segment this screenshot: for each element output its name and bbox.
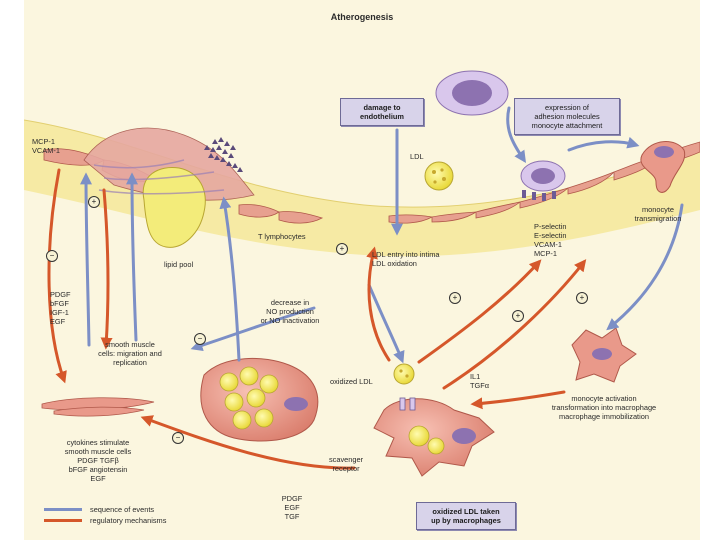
egf-bottom-text: EGF [284,503,300,512]
legend-item-regulatory: regulatory mechanisms [44,515,166,526]
transmigration-line-2: transmigration [634,214,682,223]
circulating-monocyte [435,70,509,116]
transmigration-line-1: monocyte [641,205,675,214]
ldl-label: LDL [410,152,424,161]
plus-sign: + [576,292,588,304]
cytokines-line-1: cytokines stimulate [66,438,130,447]
legend-swatch-regulatory [44,519,82,522]
activation-line-1: monocyte activation [571,394,637,403]
oxidized-ldl-taken-box: oxidized LDL taken up by macrophages [416,502,516,530]
legend-swatch-sequence [44,508,82,511]
macrophage [373,397,495,477]
legend: sequence of events regulatory mechanisms [44,504,166,526]
adhesion-expression-box: expression of adhesion molecules monocyt… [514,98,620,135]
regulatory-arrows [47,168,587,470]
damage-box-line-2: endothelium [360,112,404,121]
mcp-vcam-label: MCP-1 VCAM-1 [32,137,60,155]
cytokines-line-5: EGF [90,474,106,483]
e-selectin-text: E-selectin [534,231,567,240]
smc-migration-label: smooth muscle cells: migration and repli… [88,340,172,367]
pdgf-egf-tgf-label: PDGF EGF TGF [277,494,307,521]
smc-line-1: smooth muscle [105,340,155,349]
ldl-entry-line-1: LDL entry into intima [372,250,440,259]
bfgf-text: bFGF [50,299,69,308]
cytokines-line-4: bFGF angiotensin [68,465,128,474]
vcam-1-right-text: VCAM-1 [534,240,562,249]
transmigrating-monocyte [640,141,686,193]
no-decrease-line-2: NO production [266,307,314,316]
scavenger-line-1: scavenger [328,455,364,464]
activation-line-3: macrophage immobilization [559,412,649,421]
foam-cell-cluster [200,357,319,442]
lipid-pool-label: lipid pool [164,260,194,269]
oxidized-ldl-particle [393,363,415,385]
pdgf-text: PDGF [50,290,71,299]
t-lymphocytes-label: T lymphocytes [258,232,306,241]
expression-box-line-2: adhesion molecules [534,112,600,121]
cytokines-line-2: smooth muscle cells [64,447,132,456]
smc-line-2: cells: migration and [98,349,162,358]
smc-line-3: replication [113,358,147,367]
monocyte-transmigration-label: monocyte transmigration [626,205,690,223]
scavenger-line-2: receptor [332,464,360,473]
legend-label-sequence: sequence of events [90,505,155,514]
expression-box-line-3: monocyte attachment [531,121,603,130]
ldl-particle [424,161,454,191]
igf-1-text: IGF-1 [50,308,69,317]
plus-sign: + [336,243,348,255]
cytokines-label: cytokines stimulate smooth muscle cells … [44,438,152,483]
attaching-monocyte [520,160,566,201]
page-title: Atherogenesis [330,12,394,22]
activation-line-2: transformation into macrophage [551,403,657,412]
no-decrease-line-3: or NO inactivation [260,316,320,325]
damage-to-endothelium-box: damage to endothelium [340,98,424,126]
ldl-entry-label: LDL entry into intima LDL oxidation [372,250,440,268]
expression-box-line-1: expression of [545,103,589,112]
il1-tgf-label: IL1 TGFα [470,372,489,390]
no-decrease-label: decrease in NO production or NO inactiva… [246,298,334,325]
taken-box-line-1: oxidized LDL taken [432,507,500,516]
tgf-alpha-text: TGFα [470,381,490,390]
platelet-triangles [204,137,243,172]
plus-sign: + [88,196,100,208]
sequence-arrows [80,106,684,364]
legend-item-sequence: sequence of events [44,504,166,515]
egf-text: EGF [50,317,66,326]
minus-sign: − [46,250,58,262]
il1-text: IL1 [470,372,481,381]
lipid-pool-shape [142,166,206,248]
cytokines-line-3: PDGF TGFβ [77,456,119,465]
atherogenesis-diagram [24,70,700,477]
scavenger-receptor-label: scavenger receptor [320,455,372,473]
pdgf-bottom-text: PDGF [281,494,303,503]
mcp-1-text: MCP-1 [32,137,55,146]
taken-box-line-2: up by macrophages [431,516,501,525]
minus-sign: − [172,432,184,444]
vcam-1-text: VCAM-1 [32,146,60,155]
smooth-muscle-cells [41,397,155,417]
no-decrease-line-1: decrease in [270,298,310,307]
monocyte-activation-label: monocyte activation transformation into … [532,394,676,421]
tgf-bottom-text: TGF [284,512,300,521]
diagram-frame: Atherogenesis damage to endothelium expr… [24,0,700,540]
ldl-entry-line-2: LDL oxidation [372,259,417,268]
plus-sign: + [512,310,524,322]
legend-label-regulatory: regulatory mechanisms [90,516,167,525]
plus-sign: + [449,292,461,304]
selectin-label: P-selectin E-selectin VCAM-1 MCP-1 [534,222,566,258]
activated-monocyte [571,327,637,383]
damage-box-line-1: damage to [363,103,401,112]
oxidized-ldl-label: oxidized LDL [330,377,373,386]
mcp-1-right-text: MCP-1 [534,249,557,258]
growth-factors-label: PDGF bFGF IGF-1 EGF [50,290,71,326]
minus-sign: − [194,333,206,345]
p-selectin-text: P-selectin [534,222,567,231]
